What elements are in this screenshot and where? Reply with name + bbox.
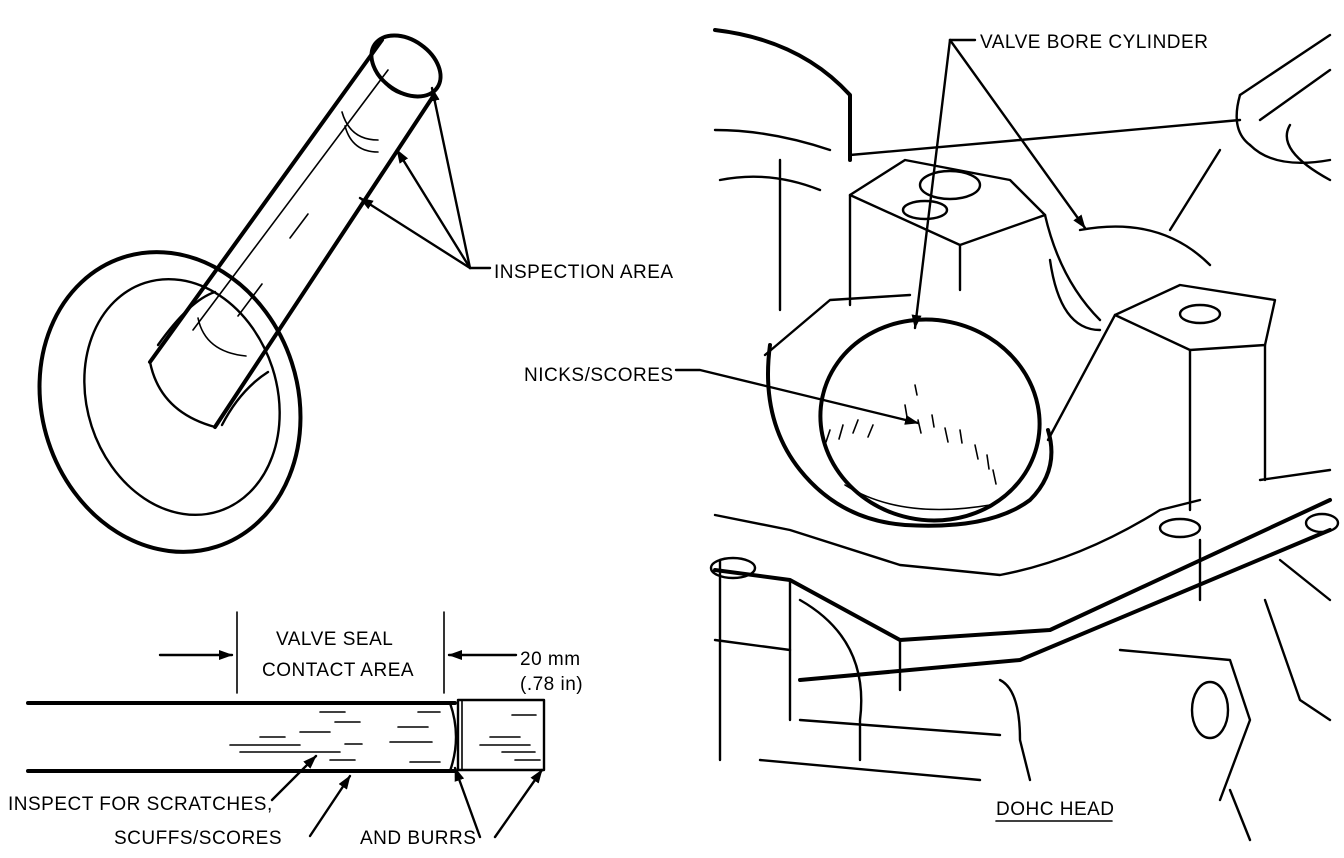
inspection-area-label: INSPECTION AREA xyxy=(494,262,674,283)
valve-seal-label-line2: CONTACT AREA xyxy=(262,660,414,681)
dimension-label-line2: (.78 in) xyxy=(520,674,583,695)
dohc-head-illustration xyxy=(709,28,1340,842)
dimension-label-line1: 20 mm xyxy=(520,649,581,670)
stem-detail-illustration: VALVE SEAL CONTACT AREA 20 mm (.78 in) xyxy=(8,611,583,849)
valve-bore-callout: VALVE BORE CYLINDER xyxy=(911,32,1208,330)
nick-marks xyxy=(825,384,997,485)
and-burrs-label: AND BURRS xyxy=(360,828,476,849)
nicks-scores-callout: NICKS/SCORES xyxy=(524,365,920,425)
valve-bore-cylinder-label: VALVE BORE CYLINDER xyxy=(980,32,1208,53)
valve-illustration xyxy=(37,33,443,554)
dohc-head-label: DOHC HEAD xyxy=(996,799,1115,820)
dohc-head-caption: DOHC HEAD xyxy=(995,799,1115,822)
inspect-scratches-label: INSPECT FOR SCRATCHES, xyxy=(8,794,273,815)
valve-seal-label-line1: VALVE SEAL xyxy=(276,629,393,650)
nicks-scores-label: NICKS/SCORES xyxy=(524,365,674,386)
scratch-marks xyxy=(229,711,541,763)
scuffs-scores-label: SCUFFS/SCORES xyxy=(114,828,282,849)
inspection-area-callout: INSPECTION AREA xyxy=(358,86,674,283)
